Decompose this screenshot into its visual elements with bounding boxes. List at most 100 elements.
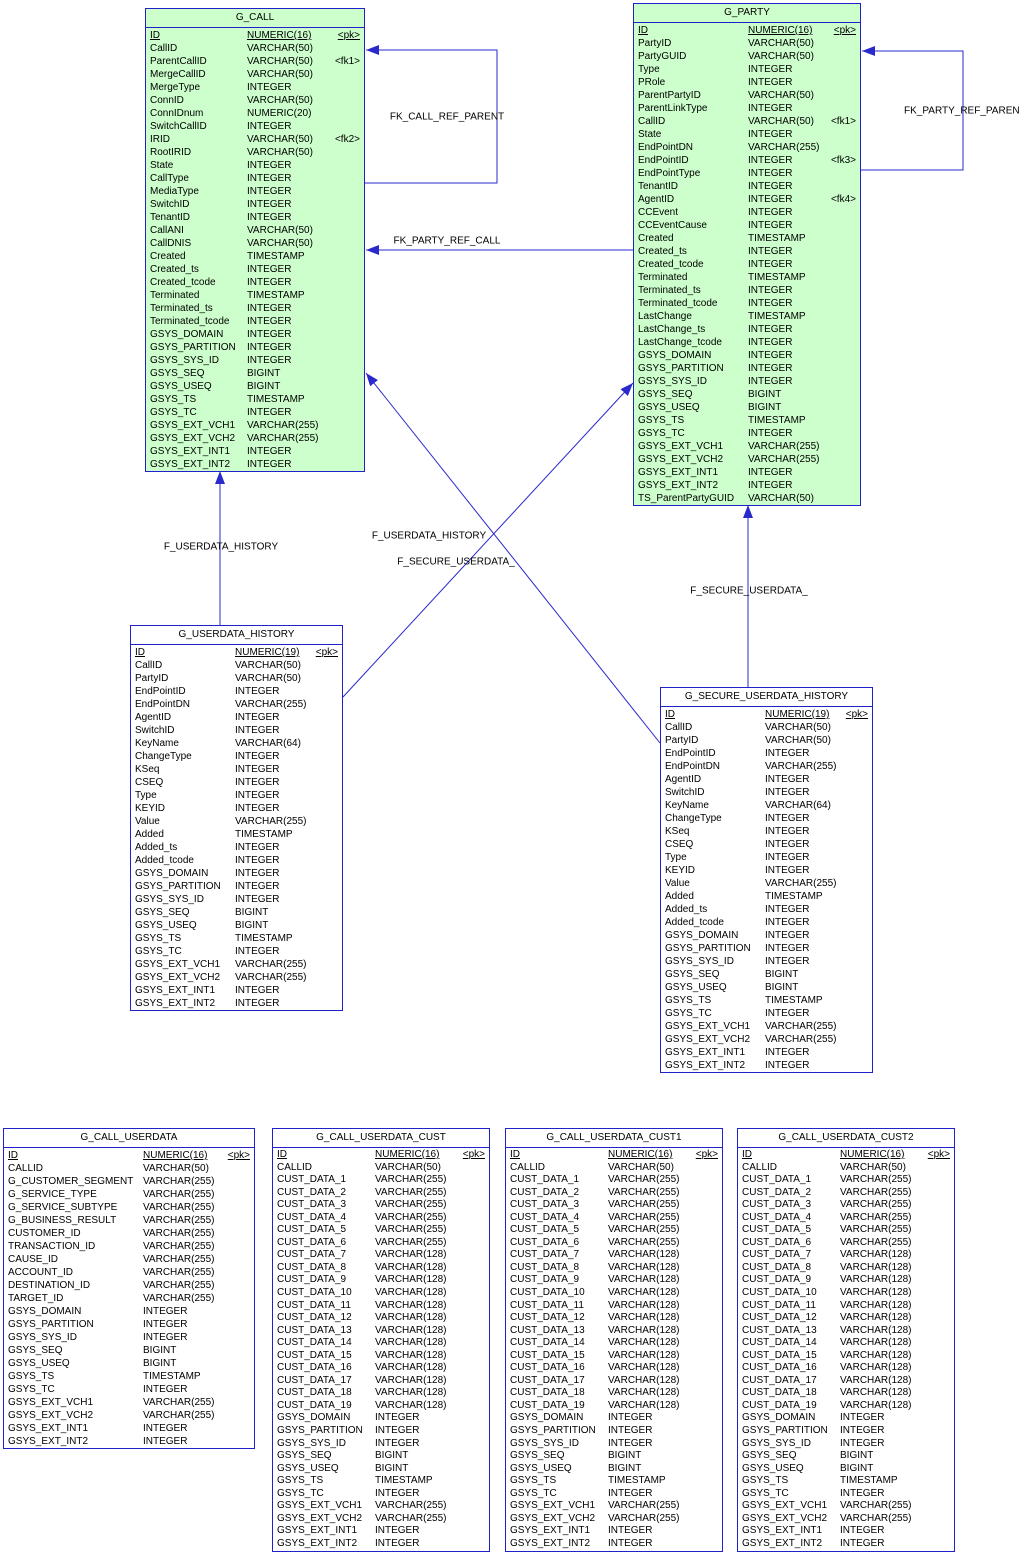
rel-label-fk-party-ref-call: FK_PARTY_REF_CALL <box>393 235 501 247</box>
rel-label-f-secure-userdata-to-call: F_SECURE_USERDATA_ <box>397 556 515 568</box>
f-userdata-history-to-party-line <box>342 382 634 698</box>
table-title: G_PARTY <box>634 4 860 23</box>
rel-label-fk-party-ref-parent: FK_PARTY_REF_PAREN <box>904 105 1020 117</box>
table-title: G_CALL_USERDATA_CUST <box>273 1129 489 1148</box>
rel-label-f-userdata-history-to-party: F_USERDATA_HISTORY <box>371 530 487 542</box>
